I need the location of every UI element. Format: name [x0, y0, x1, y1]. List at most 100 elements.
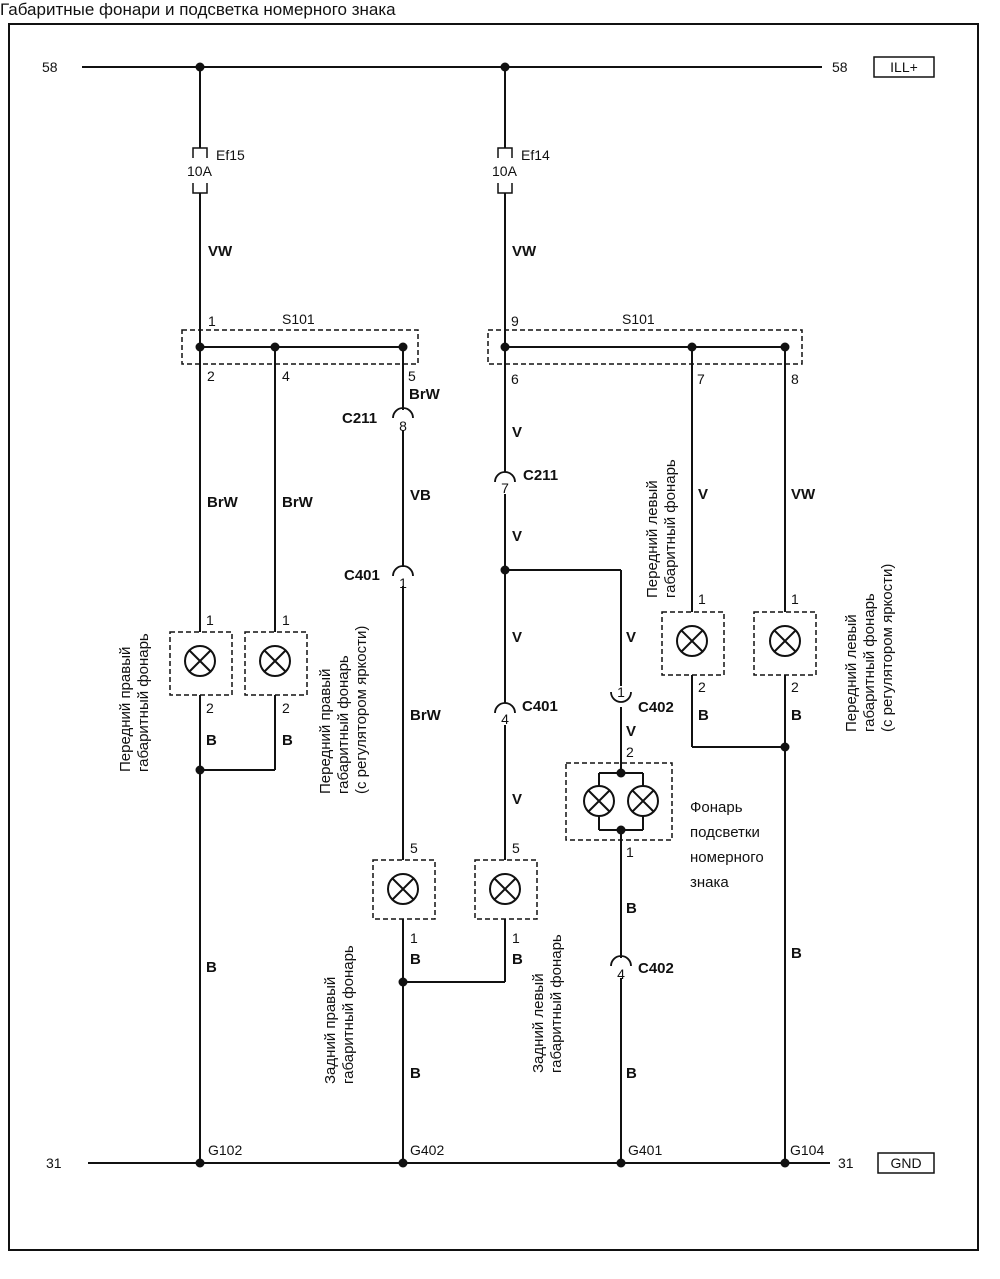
c401-left-name: C401 — [344, 567, 380, 584]
wire-label: B — [512, 951, 523, 968]
wire-label: BrW — [409, 386, 441, 403]
wire-label: B — [791, 707, 802, 724]
wire-label: BrW — [282, 494, 314, 511]
ground-g402: G402 — [410, 1142, 444, 1158]
ground-g401: G401 — [628, 1142, 662, 1158]
desc-front-left: Передний левый габаритный фонарь — [644, 459, 679, 598]
bulb-front-right — [184, 645, 216, 677]
connector-c211-right: C211 7 — [501, 467, 558, 496]
rail-31: 31 31 GND — [46, 1152, 935, 1174]
pin-rl-top: 5 — [512, 840, 520, 856]
pin-plate-bottom: 1 — [626, 844, 634, 860]
connector-c402-top: C402 1 — [617, 684, 674, 716]
bulb-rear-left — [489, 873, 521, 905]
splice-right-pin-7: 7 — [697, 371, 705, 387]
diagram-frame — [8, 23, 979, 1251]
connector-c401-left: C401 1 — [344, 567, 407, 591]
splice-right-pin-9: 9 — [511, 313, 519, 329]
c211-left-pin: 8 — [399, 418, 407, 434]
connector-c211-left: C211 8 — [342, 410, 407, 434]
splice-left-name: S101 — [282, 311, 315, 327]
wire-label: VW — [512, 243, 537, 260]
rail-58-right-label: 58 — [832, 59, 848, 75]
pin-fl2-bottom: 2 — [791, 679, 799, 695]
wire-label: B — [410, 951, 421, 968]
splice-s101-left: S101 1 2 4 5 — [181, 311, 419, 384]
wire-label: V — [512, 424, 522, 441]
wire-label: VB — [410, 487, 431, 504]
wire-label: B — [626, 1065, 637, 1082]
desc-rear-left: Задний левый габаритный фонарь — [530, 934, 565, 1073]
splice-left-pin-4: 4 — [282, 368, 290, 384]
rail-31-right-label: 31 — [838, 1155, 854, 1171]
lamp-pins: 1 2 1 2 5 1 5 1 2 1 1 2 1 2 — [206, 591, 799, 946]
gnd-tag: GND — [890, 1155, 921, 1171]
lamp-boxes — [169, 611, 817, 920]
pin-rr-bottom: 1 — [410, 930, 418, 946]
c402-bottom-name: C402 — [638, 960, 674, 977]
plate-lamp — [583, 772, 659, 831]
wire-label: V — [512, 528, 522, 545]
fuse-ef15-rating: 10A — [187, 163, 213, 179]
splice-s101-right: S101 9 6 7 8 — [487, 311, 803, 387]
wire-label: VW — [208, 243, 233, 260]
wire-label: B — [282, 732, 293, 749]
splice-left-pin-5: 5 — [408, 368, 416, 384]
splice-right-pin-6: 6 — [511, 371, 519, 387]
c402-top-pin: 1 — [617, 684, 625, 700]
pin-fr-top: 1 — [206, 612, 214, 628]
c211-right-name: C211 — [523, 467, 558, 484]
wire-label: V — [626, 723, 636, 740]
page-title: Габаритные фонари и подсветка номерного … — [0, 0, 396, 19]
fuse-ef15-name: Ef15 — [216, 147, 245, 163]
bulb-rear-right — [387, 873, 419, 905]
ill-plus-tag: ILL+ — [890, 59, 918, 75]
bulbs — [184, 625, 801, 905]
wire-labels: VW VW BrW BrW BrW VB BrW V V V V V V V V… — [206, 243, 816, 1082]
pin-plate-top: 2 — [626, 744, 634, 760]
c401-left-pin: 1 — [399, 575, 407, 591]
pin-fl-top: 1 — [698, 591, 706, 607]
fuse-ef14: Ef14 10A — [492, 147, 550, 194]
wire-label: B — [626, 900, 637, 917]
c401-right-name: C401 — [522, 698, 558, 715]
c401-right-pin: 4 — [501, 711, 509, 727]
wire-label: VW — [791, 486, 816, 503]
splice-right-name: S101 — [622, 311, 655, 327]
connector-symbols — [392, 407, 632, 967]
pin-fl-bottom: 2 — [698, 679, 706, 695]
splice-right-pin-8: 8 — [791, 371, 799, 387]
desc-front-right-dimmer: Передний правый габаритный фонарь (с рег… — [317, 626, 370, 794]
pin-fr-bottom: 2 — [206, 700, 214, 716]
wire-label: B — [698, 707, 709, 724]
wire-label: BrW — [207, 494, 239, 511]
connector-c401-right: C401 4 — [501, 698, 558, 727]
pin-fr2-top: 1 — [282, 612, 290, 628]
pin-fr2-bottom: 2 — [282, 700, 290, 716]
wire-label: V — [698, 486, 708, 503]
wire-label: B — [206, 732, 217, 749]
c402-top-name: C402 — [638, 699, 674, 716]
ground-g102: G102 — [208, 1142, 242, 1158]
wire-label: B — [206, 959, 217, 976]
c211-right-pin: 7 — [501, 480, 509, 496]
junction-dots — [195, 62, 790, 1168]
desc-front-left-dimmer: Передний левый габаритный фонарь (с регу… — [843, 564, 896, 732]
pin-rr-top: 5 — [410, 840, 418, 856]
bulb-front-right-dimmer — [259, 645, 291, 677]
wire-label: V — [512, 791, 522, 808]
fuse-ef15: Ef15 10A — [187, 147, 245, 194]
rail-58-left-label: 58 — [42, 59, 58, 75]
wire-label: V — [512, 629, 522, 646]
ground-g104: G104 — [790, 1142, 824, 1158]
rail-31-left-label: 31 — [46, 1155, 62, 1171]
wire-label: V — [626, 629, 636, 646]
wires — [199, 67, 786, 1163]
fuse-ef14-name: Ef14 — [521, 147, 550, 163]
desc-plate-lamp: Фонарь подсветки номерного знака — [690, 799, 768, 891]
bulb-front-left-dimmer — [769, 625, 801, 657]
fuse-ef14-rating: 10A — [492, 163, 518, 179]
splice-left-pin-2: 2 — [207, 368, 215, 384]
c402-bottom-pin: 4 — [617, 966, 625, 982]
